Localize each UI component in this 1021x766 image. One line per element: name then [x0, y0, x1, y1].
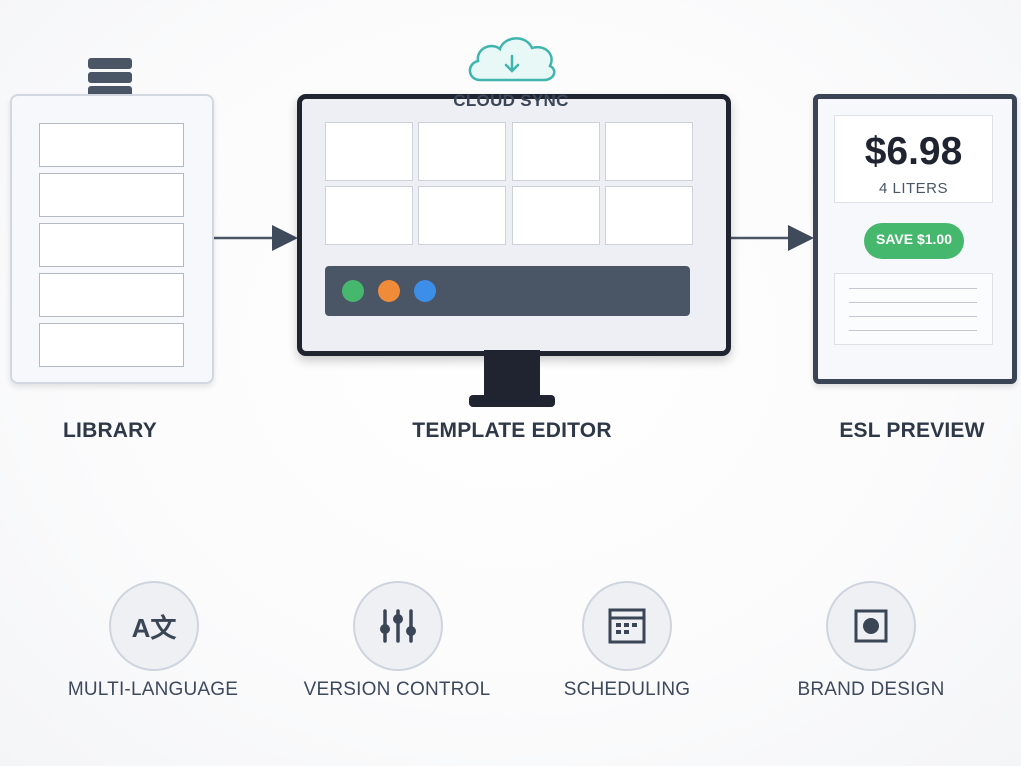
sliders-icon	[380, 609, 416, 643]
price-value: $6.98	[864, 130, 963, 173]
library-panel[interactable]	[10, 94, 214, 384]
library-title: LIBRARY	[63, 419, 157, 442]
arrow-editor-to-esl	[726, 225, 814, 251]
brand-target-icon	[854, 609, 888, 643]
version-control-label: VERSION CONTROL	[303, 679, 491, 700]
translate-icon: A文	[131, 612, 177, 643]
template-tile[interactable]	[325, 186, 413, 245]
library-item[interactable]	[39, 323, 184, 367]
arrow-library-to-editor	[210, 225, 298, 251]
cloud-sync-label: CLOUD SYNC	[453, 91, 569, 110]
esl-preview-title: ESL PREVIEW	[839, 419, 985, 442]
text-line	[849, 316, 977, 317]
template-editor-title: TEMPLATE EDITOR	[412, 419, 612, 442]
cloud-download-icon[interactable]	[466, 34, 558, 84]
version-control-feature[interactable]	[353, 581, 443, 671]
brand-design-feature[interactable]	[826, 581, 916, 671]
template-tile[interactable]	[605, 122, 693, 181]
template-tile[interactable]	[512, 122, 600, 181]
library-item[interactable]	[39, 173, 184, 217]
database-icon	[88, 58, 132, 100]
text-line	[849, 330, 977, 331]
template-editor-monitor	[297, 94, 731, 356]
orange-dot-button[interactable]	[378, 280, 400, 302]
calendar-icon	[608, 608, 646, 644]
blue-dot-button[interactable]	[414, 280, 436, 302]
unit-label: 4 LITERS	[878, 180, 949, 197]
editor-toolbar	[325, 266, 690, 316]
library-item[interactable]	[39, 123, 184, 167]
scheduling-feature[interactable]	[582, 581, 672, 671]
scheduling-label: SCHEDULING	[563, 679, 691, 700]
template-tile[interactable]	[512, 186, 600, 245]
template-tile[interactable]	[418, 122, 506, 181]
template-tile[interactable]	[418, 186, 506, 245]
esl-preview-device: $6.98 4 LITERS SAVE $1.00	[813, 94, 1017, 384]
monitor-stand-base	[469, 395, 555, 407]
text-line	[849, 288, 977, 289]
monitor-stand-neck	[484, 350, 540, 396]
brand-design-label: BRAND DESIGN	[797, 679, 945, 700]
price-box: $6.98 4 LITERS	[834, 115, 993, 203]
green-dot-button[interactable]	[342, 280, 364, 302]
template-tile[interactable]	[605, 186, 693, 245]
template-tile[interactable]	[325, 122, 413, 181]
library-item[interactable]	[39, 223, 184, 267]
description-box	[834, 273, 993, 345]
text-line	[849, 302, 977, 303]
save-badge: SAVE $1.00	[864, 223, 964, 259]
multi-language-label: MULTI-LANGUAGE	[67, 679, 239, 700]
multi-language-feature[interactable]: A文	[109, 581, 199, 671]
library-item[interactable]	[39, 273, 184, 317]
